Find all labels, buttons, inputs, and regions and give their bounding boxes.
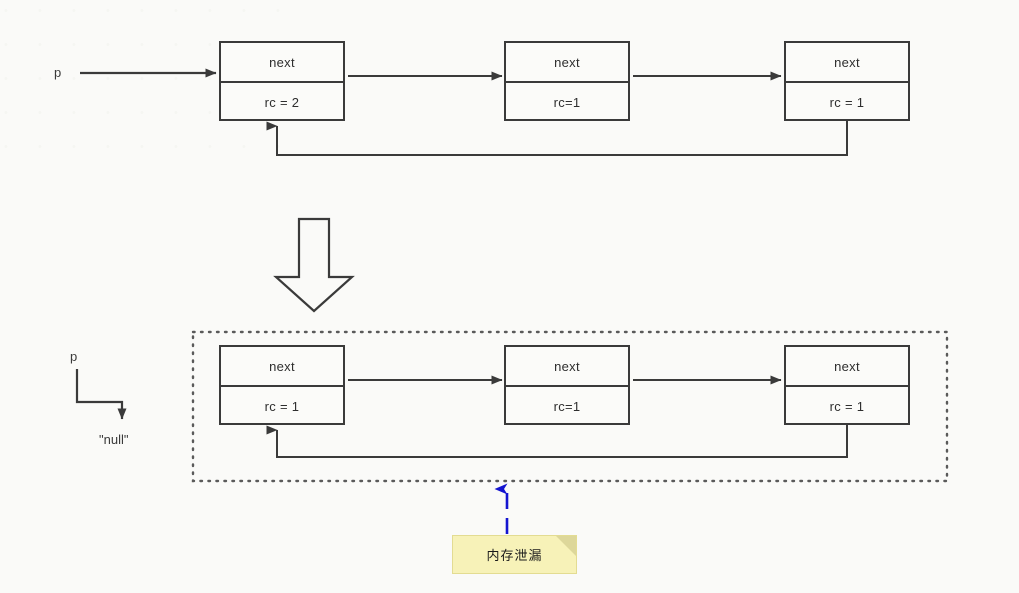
bottom-node-1-next: next — [221, 347, 343, 387]
note-fold-corner-icon — [556, 536, 576, 556]
top-node-3: next rc = 1 — [784, 41, 910, 121]
bottom-pointer-label: p — [70, 349, 78, 364]
top-node-1-next: next — [221, 43, 343, 83]
bottom-node-2: next rc=1 — [504, 345, 630, 425]
top-node-2-rc: rc=1 — [553, 94, 581, 110]
bottom-pointer-null-arrow — [75, 369, 127, 420]
bottom-node-2-next: next — [506, 347, 628, 387]
top-node-3-next: next — [786, 43, 908, 83]
top-node-1-rc: rc = 2 — [264, 94, 300, 110]
bottom-node-1: next rc = 1 — [219, 345, 345, 425]
bottom-node-1-rc: rc = 1 — [264, 398, 300, 414]
top-node-3-rc: rc = 1 — [829, 94, 865, 110]
bottom-node-2-rc: rc=1 — [553, 398, 581, 414]
bottom-node-3-rc: rc = 1 — [829, 398, 865, 414]
top-loopback-arrow — [266, 121, 848, 156]
null-label: "null" — [99, 432, 129, 447]
top-node-1: next rc = 2 — [219, 41, 345, 121]
top-pointer-label: p — [54, 65, 62, 80]
memory-leak-note: 内存泄漏 — [452, 535, 577, 574]
bottom-node-3: next rc = 1 — [784, 345, 910, 425]
top-node-2: next rc=1 — [504, 41, 630, 121]
bottom-loopback-arrow — [266, 425, 848, 458]
bottom-node-3-next: next — [786, 347, 908, 387]
memory-leak-note-text: 内存泄漏 — [486, 548, 543, 563]
down-block-arrow-icon — [273, 217, 355, 313]
top-node-2-next: next — [506, 43, 628, 83]
